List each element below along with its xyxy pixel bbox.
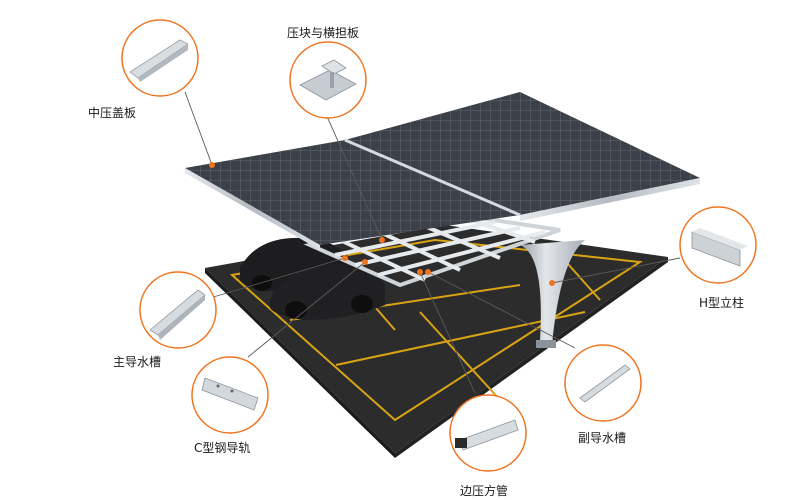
detail-hxing	[679, 206, 757, 284]
label-bianya: 边压方管	[460, 484, 509, 498]
h-beam-icon	[691, 228, 748, 267]
label-yakuai: 压块与横担板	[287, 26, 360, 40]
cover-plate-icon	[129, 39, 189, 82]
label-zhongya: 中压盖板	[88, 106, 137, 120]
detail-cxing	[191, 356, 269, 434]
edge-tube-icon	[455, 419, 519, 451]
callout-dots	[209, 162, 555, 286]
detail-zhongya	[121, 19, 199, 97]
detail-fudao	[564, 344, 642, 422]
h-column-post	[520, 240, 585, 348]
detail-bianya	[449, 394, 527, 472]
c-rail-icon	[201, 377, 259, 411]
solar-panel-left	[185, 140, 520, 250]
label-hxing: H型立柱	[699, 296, 745, 310]
detail-zhudao	[139, 271, 217, 349]
main-gutter-icon	[149, 289, 206, 340]
label-fudao: 副导水槽	[578, 431, 627, 445]
sub-gutter-icon	[579, 364, 631, 403]
leader-lines	[184, 91, 681, 394]
detail-yakuai	[289, 41, 367, 119]
label-cxing: C型钢导轨	[194, 441, 251, 455]
clamp-block-icon	[299, 59, 357, 101]
solar-panel-right	[344, 92, 700, 221]
label-zhudao: 主导水槽	[113, 355, 162, 369]
